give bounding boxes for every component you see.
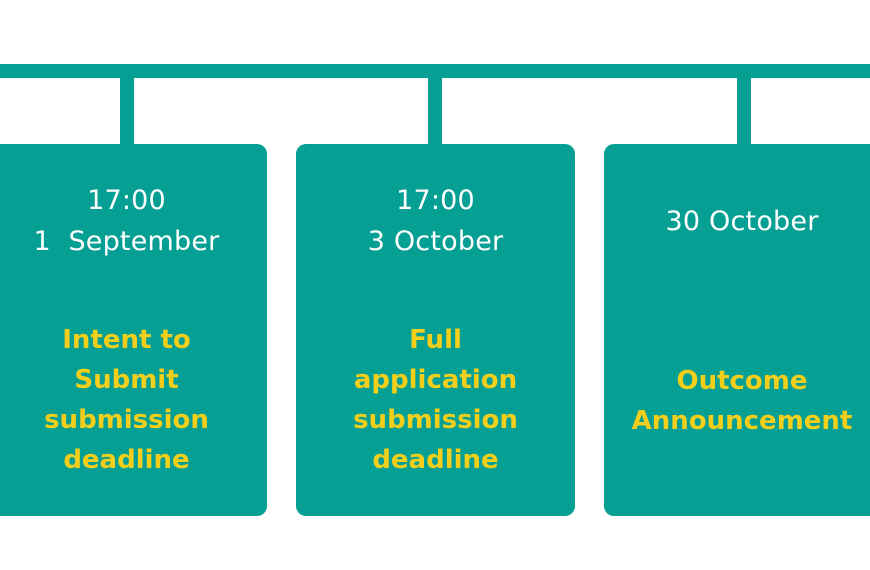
card-date: 17:00 3 October	[296, 180, 575, 262]
timeline-rail	[0, 64, 870, 78]
timeline-card-outcome: 30 October Outcome Announcement	[604, 144, 870, 516]
card-event-line: deadline	[372, 445, 499, 475]
card-date-time: 17:00	[87, 185, 166, 216]
card-date-day: 1 September	[33, 226, 220, 257]
card-event-line: Submit	[74, 365, 179, 395]
card-date: 17:00 1 September	[0, 180, 267, 262]
timeline-connector-2	[428, 76, 442, 148]
card-date-day: 30 October	[665, 206, 819, 237]
card-event-title: Intent to Submit submission deadline	[0, 320, 267, 480]
timeline-card-intent-to-submit: 17:00 1 September Intent to Submit submi…	[0, 144, 267, 516]
card-event-line: application	[353, 365, 518, 395]
card-event-line: deadline	[63, 445, 190, 475]
card-event-line: Outcome	[676, 366, 808, 396]
card-event-line: submission	[44, 405, 209, 435]
card-event-line: Full	[409, 325, 462, 355]
card-date: 30 October	[604, 201, 870, 242]
card-date-day: 3 October	[367, 226, 504, 257]
timeline-connector-1	[120, 76, 134, 148]
card-event-line: submission	[353, 405, 518, 435]
timeline-card-full-application: 17:00 3 October Full application submiss…	[296, 144, 575, 516]
card-date-time: 17:00	[396, 185, 475, 216]
card-event-title: Outcome Announcement	[604, 361, 870, 441]
timeline-connector-3	[737, 76, 751, 148]
card-event-title: Full application submission deadline	[296, 320, 575, 480]
card-event-line: Intent to	[62, 325, 191, 355]
card-event-line: Announcement	[631, 406, 853, 436]
